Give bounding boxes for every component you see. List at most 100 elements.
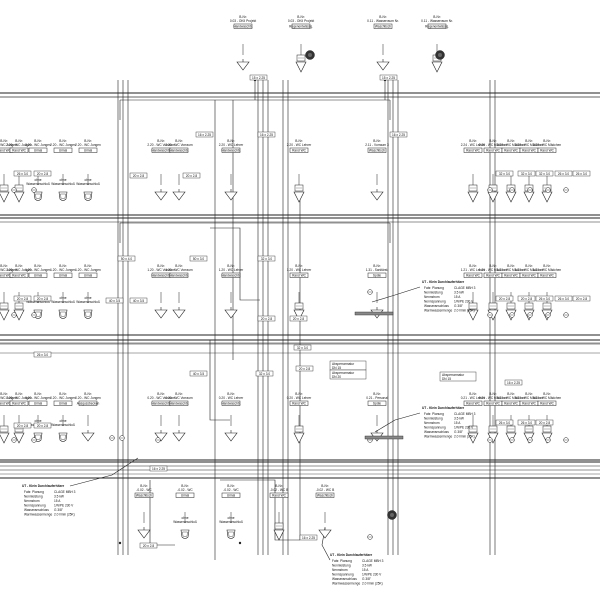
pipe-size-text: 40 x 3.5 xyxy=(193,372,205,376)
heater-row-key: Nennstrom xyxy=(24,499,40,503)
fixture-room: 1.21 - WC Mädchen xyxy=(497,268,526,272)
fixture-label: Ausgussbecken xyxy=(77,402,100,406)
heater-row-key: Fabr. Planung xyxy=(24,490,44,494)
fixture-box: B-Nr:0.11 - Wasserraum Nr.Regenentwässg. xyxy=(421,15,453,29)
pipe-size-text: 16 x 2.25 xyxy=(392,133,405,137)
fixture-nr: B-Nr: xyxy=(140,484,148,488)
urinal-icon xyxy=(58,191,68,201)
heater-title: UT - Klein Durchlauferhitzer xyxy=(330,553,373,557)
valve-icon xyxy=(155,437,161,443)
fixture-nr: B-Nr: xyxy=(525,139,533,143)
urinal-icon xyxy=(83,191,93,201)
fixture-label-frame xyxy=(175,492,195,498)
pipe-size-text: 16 x 2.25 xyxy=(198,133,211,137)
fixture-label: Rand WC xyxy=(522,274,537,278)
fixture-label-frame xyxy=(53,147,73,153)
fixture-nr: B-Nr: xyxy=(489,139,497,143)
fixture-room: 2.20 - WC Jungen xyxy=(6,143,32,147)
pipe-size-text: 26 x 3.0 xyxy=(576,172,588,176)
basin-icon xyxy=(318,527,332,539)
pipe-size-text: 20 x 2.8 xyxy=(499,297,511,301)
fixture-label: Urinal xyxy=(227,494,236,498)
fixture-room: 1.20 - WC Jungen xyxy=(6,268,32,272)
pipe-size-label: 32 x 3.0 xyxy=(293,344,312,351)
fixture-nr: B-Nr: xyxy=(175,392,183,396)
pipe-size-text: 32 x 3.0 xyxy=(261,257,273,261)
fixture-label: Rand WC xyxy=(504,402,519,406)
heater-row-value: 3.5 kW xyxy=(454,291,464,295)
heater-row-key: Wasseranschluss xyxy=(424,430,449,434)
fixture-room: 0.11 - Wasserraum Nr. xyxy=(367,19,399,23)
wc-icon xyxy=(273,522,285,541)
pipe-size-text: 40 x 3.5 xyxy=(109,299,121,303)
fixture-room: 0.20 - WC Jungen xyxy=(50,396,76,400)
pipe-size-label: 26 x 3.0 xyxy=(13,170,32,177)
spulung-label: Wasseranschluß xyxy=(26,300,50,304)
fixture-label: Rand WC xyxy=(486,402,501,406)
heater-title: UT - Klein Durchlauferhitzer xyxy=(422,280,465,284)
fixture-room: 1.31 - Sanitärst. xyxy=(366,268,389,272)
fixture-label-frame xyxy=(367,400,387,406)
pipe-size-text: 20 x 2.8 xyxy=(17,297,29,301)
pipe-size-label: 26 x 3.0 xyxy=(495,419,514,426)
fixture-room: 0.03 - OKII Projekt xyxy=(230,19,256,23)
heater-row-value: G 3/8" xyxy=(362,577,371,581)
fixture-nr: B-Nr: xyxy=(15,264,23,268)
fixture-nr: B-Nr: xyxy=(34,139,42,143)
valve-icon xyxy=(31,312,37,318)
riser-lines xyxy=(0,44,600,561)
valve-icon xyxy=(527,312,533,318)
fixture-label: Spüle xyxy=(373,274,381,278)
pipe-size-label: 16 x 2.25 xyxy=(257,131,276,138)
heater-row-value: 15 A xyxy=(54,499,61,503)
fixture-nr: B-Nr: xyxy=(157,392,165,396)
fixture-nr: B-Nr: xyxy=(321,484,329,488)
heater-row-key: Nennspannung xyxy=(424,426,446,430)
fixture-nr: B-Nr: xyxy=(0,139,8,143)
valve-icon xyxy=(367,534,373,540)
pipe-size-label: 20 x 2.8 xyxy=(495,295,514,302)
spulung-label: Wasseranschluß xyxy=(219,520,243,524)
fixture-label: Handwaschb. xyxy=(169,402,188,406)
fixture-nr: B-Nr: xyxy=(15,392,23,396)
fixture-nr: B-Nr: xyxy=(543,139,551,143)
valve-icon xyxy=(11,437,17,443)
valve-icon xyxy=(31,187,37,193)
fixture-nr: B-Nr: xyxy=(525,392,533,396)
valve-icon xyxy=(119,435,125,441)
fixture-nr: B-Nr: xyxy=(525,264,533,268)
heater-row-value: 2.0 l/min (25K) xyxy=(54,513,75,517)
pipe-size-label: 26 x 3.0 xyxy=(572,170,591,177)
heater-row-value: 1/N/PE 230 V xyxy=(454,426,474,430)
heater-row-value: 15 A xyxy=(454,295,461,299)
fixture-nr: B-Nr: xyxy=(373,264,381,268)
fixture-room: 0.20 - WC Jungen xyxy=(0,396,17,400)
fixture-room: 0.21 - Personal xyxy=(366,396,388,400)
fixture-room: 2.20 - WC Jungen xyxy=(75,143,101,147)
fixture-nr: B-Nr: xyxy=(275,484,283,488)
pipe-size-label: 20 x 2.8 xyxy=(33,170,52,177)
fixture-label-frame xyxy=(269,492,289,498)
fixture-label: Rand WC xyxy=(466,274,481,278)
pipe-size-text: 20 x 2.8 xyxy=(299,367,311,371)
pipe-size-text: 20 x 2.8 xyxy=(37,424,49,428)
heater-row-key: Nennspannung xyxy=(24,504,46,508)
heater-row-key: Nennspannung xyxy=(332,573,354,577)
fixture-label: Rand WC xyxy=(292,149,307,153)
pipe-size-text: 20 x 2.8 xyxy=(261,317,273,321)
pipe-size-text: 15 x 2.25 xyxy=(252,76,265,80)
valve-icon xyxy=(31,437,37,443)
